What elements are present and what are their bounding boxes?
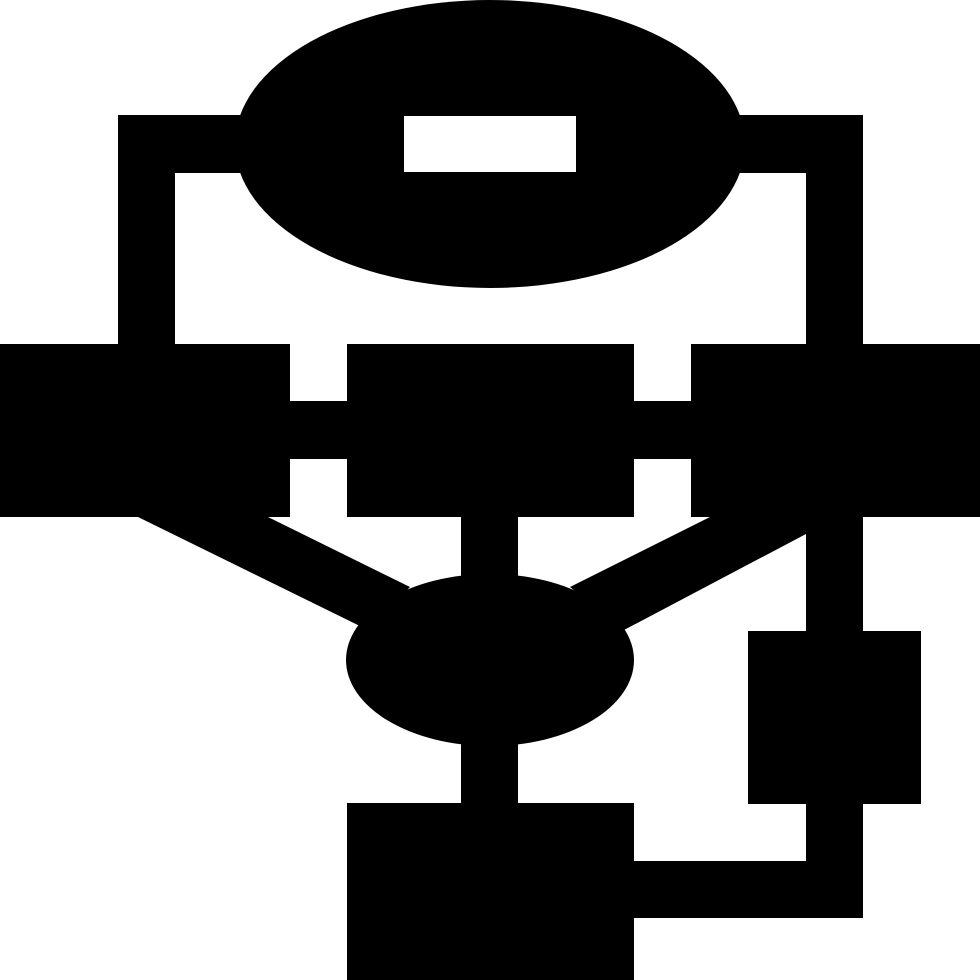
flowchart-cutouts: [404, 116, 576, 172]
diagonal-connector-right: [570, 517, 806, 630]
connector-right-vertical: [806, 510, 863, 640]
link-center-right: [630, 401, 700, 459]
connector-bottom-return: [630, 861, 863, 918]
right-box-node: [691, 344, 980, 517]
diagonal-connector-left: [138, 517, 410, 630]
connector-ellipse-down: [461, 735, 518, 810]
bottom-box-node: [347, 803, 634, 980]
top-ellipse-bar: [404, 116, 576, 172]
side-square-node: [748, 631, 921, 804]
center-box-node: [347, 344, 634, 517]
connector-top-left-vertical: [118, 115, 175, 350]
bottom-ellipse-node: [346, 574, 634, 746]
connector-top-right-vertical: [806, 115, 863, 350]
link-left-center: [285, 401, 355, 459]
left-box-node: [0, 344, 290, 517]
